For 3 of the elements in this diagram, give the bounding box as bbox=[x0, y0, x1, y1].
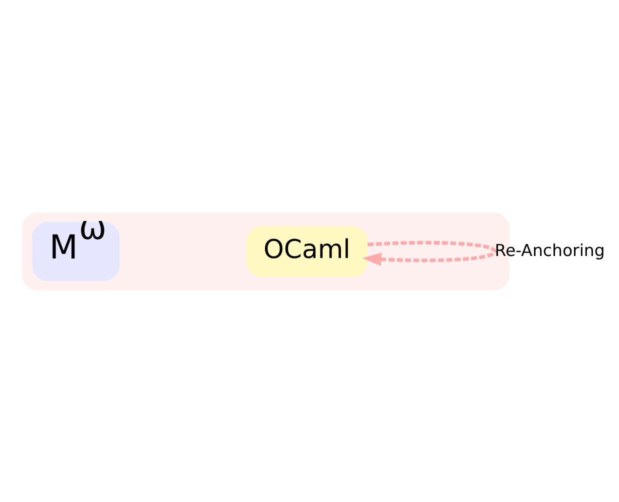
arrow bbox=[362, 240, 496, 266]
node-box: OCaml bbox=[246, 226, 368, 276]
edge-label: Re-Anchoring bbox=[494, 240, 605, 260]
